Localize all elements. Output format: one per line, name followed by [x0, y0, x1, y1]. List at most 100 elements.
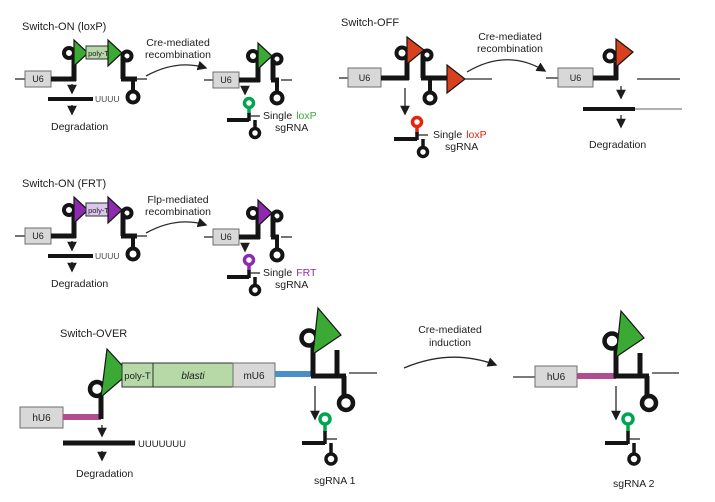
loxp-site-triangle-icon	[257, 41, 273, 71]
process-label-line1: Flp-mediated	[147, 194, 208, 206]
stem-loop-left	[246, 206, 260, 220]
process-label-line1: Cre-mediated	[478, 31, 542, 43]
mu6-box	[232, 362, 276, 388]
stem-loop-right	[270, 209, 284, 223]
loxp-site-triangle-icon	[406, 35, 425, 66]
u6-label: U6	[220, 75, 232, 85]
sgrna1: sgRNA 1	[302, 386, 356, 487]
loxp-site-triangle-icon	[615, 309, 645, 359]
hairpin-loop	[125, 89, 141, 105]
hairpin-loop	[422, 90, 438, 106]
frt-site-triangle-icon	[73, 195, 89, 225]
hairpin-loop	[125, 246, 141, 262]
curved-arrow-icon	[145, 217, 208, 234]
single-sgrna-label-line2: sgRNA	[275, 122, 308, 134]
loxp-product-construct: U6	[204, 41, 292, 106]
sgrna-hairpin-loop	[627, 452, 641, 466]
panel-title: Switch-OFF	[341, 17, 399, 29]
sgrna1-label: sgRNA 1	[314, 475, 356, 487]
over-degradation-branch: UUUUUUU Degradation	[63, 425, 186, 480]
process-label-line2: recombination	[477, 43, 543, 55]
polyt-box	[121, 362, 154, 388]
polyt-label: poly-T	[88, 49, 109, 58]
panel-switch-on-frt: Switch-ON (FRT) U6 poly-T UUUU	[15, 178, 317, 297]
panel-switch-off: Switch-OFF U6	[339, 17, 682, 159]
polyu-label: UUUU	[95, 94, 120, 104]
degradation-label: Degradation	[589, 139, 646, 151]
over-pre-construct: hU6 poly-T blasti mU6	[19, 347, 312, 429]
u6-label: U6	[32, 74, 44, 84]
stem-loop-right	[420, 48, 434, 62]
loxp-site-triangle-icon	[100, 347, 130, 399]
off-product-construct: U6	[546, 37, 680, 88]
frt-product-construct: U6	[204, 198, 292, 263]
single-sgrna-label-line2: sgRNA	[445, 141, 478, 153]
loxp-site-triangle-icon	[615, 37, 634, 69]
hu6-label: hU6	[547, 372, 566, 383]
sgrna-hairpin-loop	[248, 283, 262, 297]
cre-induction-process: Cre-mediated induction	[403, 324, 498, 369]
degradation-label: Degradation	[76, 468, 133, 480]
polyt-label: poly-T	[88, 206, 109, 215]
over-product-construct: hU6	[513, 309, 679, 413]
blasti-label: blasti	[181, 371, 205, 382]
degradation-label: Degradation	[51, 278, 108, 290]
process-label-line2: induction	[429, 337, 471, 349]
frt-pre-construct: U6 poly-T	[15, 195, 147, 262]
frt-site-triangle-icon	[257, 198, 273, 228]
panel-title: Switch-ON (FRT)	[22, 178, 106, 190]
sgrna-colored-loop	[242, 253, 256, 267]
sgrna-colored-loop	[410, 115, 424, 129]
off-pre-construct: U6	[339, 35, 492, 106]
curved-arrow-icon	[145, 60, 208, 77]
hairpin-loop	[269, 90, 285, 106]
cre-recombination-process: Cre-mediated recombination	[466, 31, 547, 73]
loxp-degradation-branch: UUUU Degradation	[48, 84, 120, 133]
process-label-line2: recombination	[145, 49, 211, 61]
curved-arrow-icon	[403, 356, 498, 369]
u6-label: U6	[220, 232, 232, 242]
loxp-site-triangle-icon	[312, 306, 342, 356]
frt-degradation-branch: UUUU Degradation	[48, 241, 120, 290]
stem-loop-right	[120, 206, 134, 220]
frt-site-triangle-icon	[107, 195, 123, 225]
sgrna-colored-loop	[242, 96, 256, 110]
stem-loop-right	[120, 49, 134, 63]
hairpin-loop	[269, 247, 285, 263]
stem-loop	[602, 48, 618, 64]
sgrna-hairpin-loop	[416, 145, 430, 159]
stem-loop-left	[62, 203, 76, 217]
polyu-label: UUUUUUU	[138, 439, 186, 450]
hairpin-loop	[639, 393, 659, 413]
cre-recombination-process: Cre-mediated recombination	[145, 37, 211, 77]
process-label-line1: Cre-mediated	[418, 324, 482, 336]
stem-loop-right	[270, 52, 284, 66]
panel-switch-over: Switch-OVER hU6 poly-T blasti mU6	[19, 306, 679, 490]
flp-recombination-process: Flp-mediated recombination	[145, 194, 211, 234]
process-label-line1: Cre-mediated	[146, 37, 210, 49]
degradation-label: Degradation	[51, 121, 108, 133]
loxp-pre-construct: U6 poly-T	[15, 38, 147, 105]
polyt-label: poly-T	[124, 371, 151, 382]
hairpin-loop	[336, 393, 356, 413]
hu6-label: hU6	[32, 413, 51, 424]
sgrna-colored-loop	[318, 412, 332, 426]
u6-label: U6	[359, 73, 371, 83]
polyu-label: UUUU	[95, 251, 120, 261]
u6-label: U6	[32, 231, 44, 241]
loxp-site-triangle-icon	[446, 63, 466, 95]
sgrna-colored-loop	[621, 412, 635, 426]
sgrna2: sgRNA 2	[605, 386, 655, 490]
single-sgrna-label-line2: sgRNA	[275, 279, 308, 291]
u6-label: U6	[570, 73, 582, 83]
process-label-line2: recombination	[145, 206, 211, 218]
loxp-site-triangle-icon	[73, 38, 89, 68]
